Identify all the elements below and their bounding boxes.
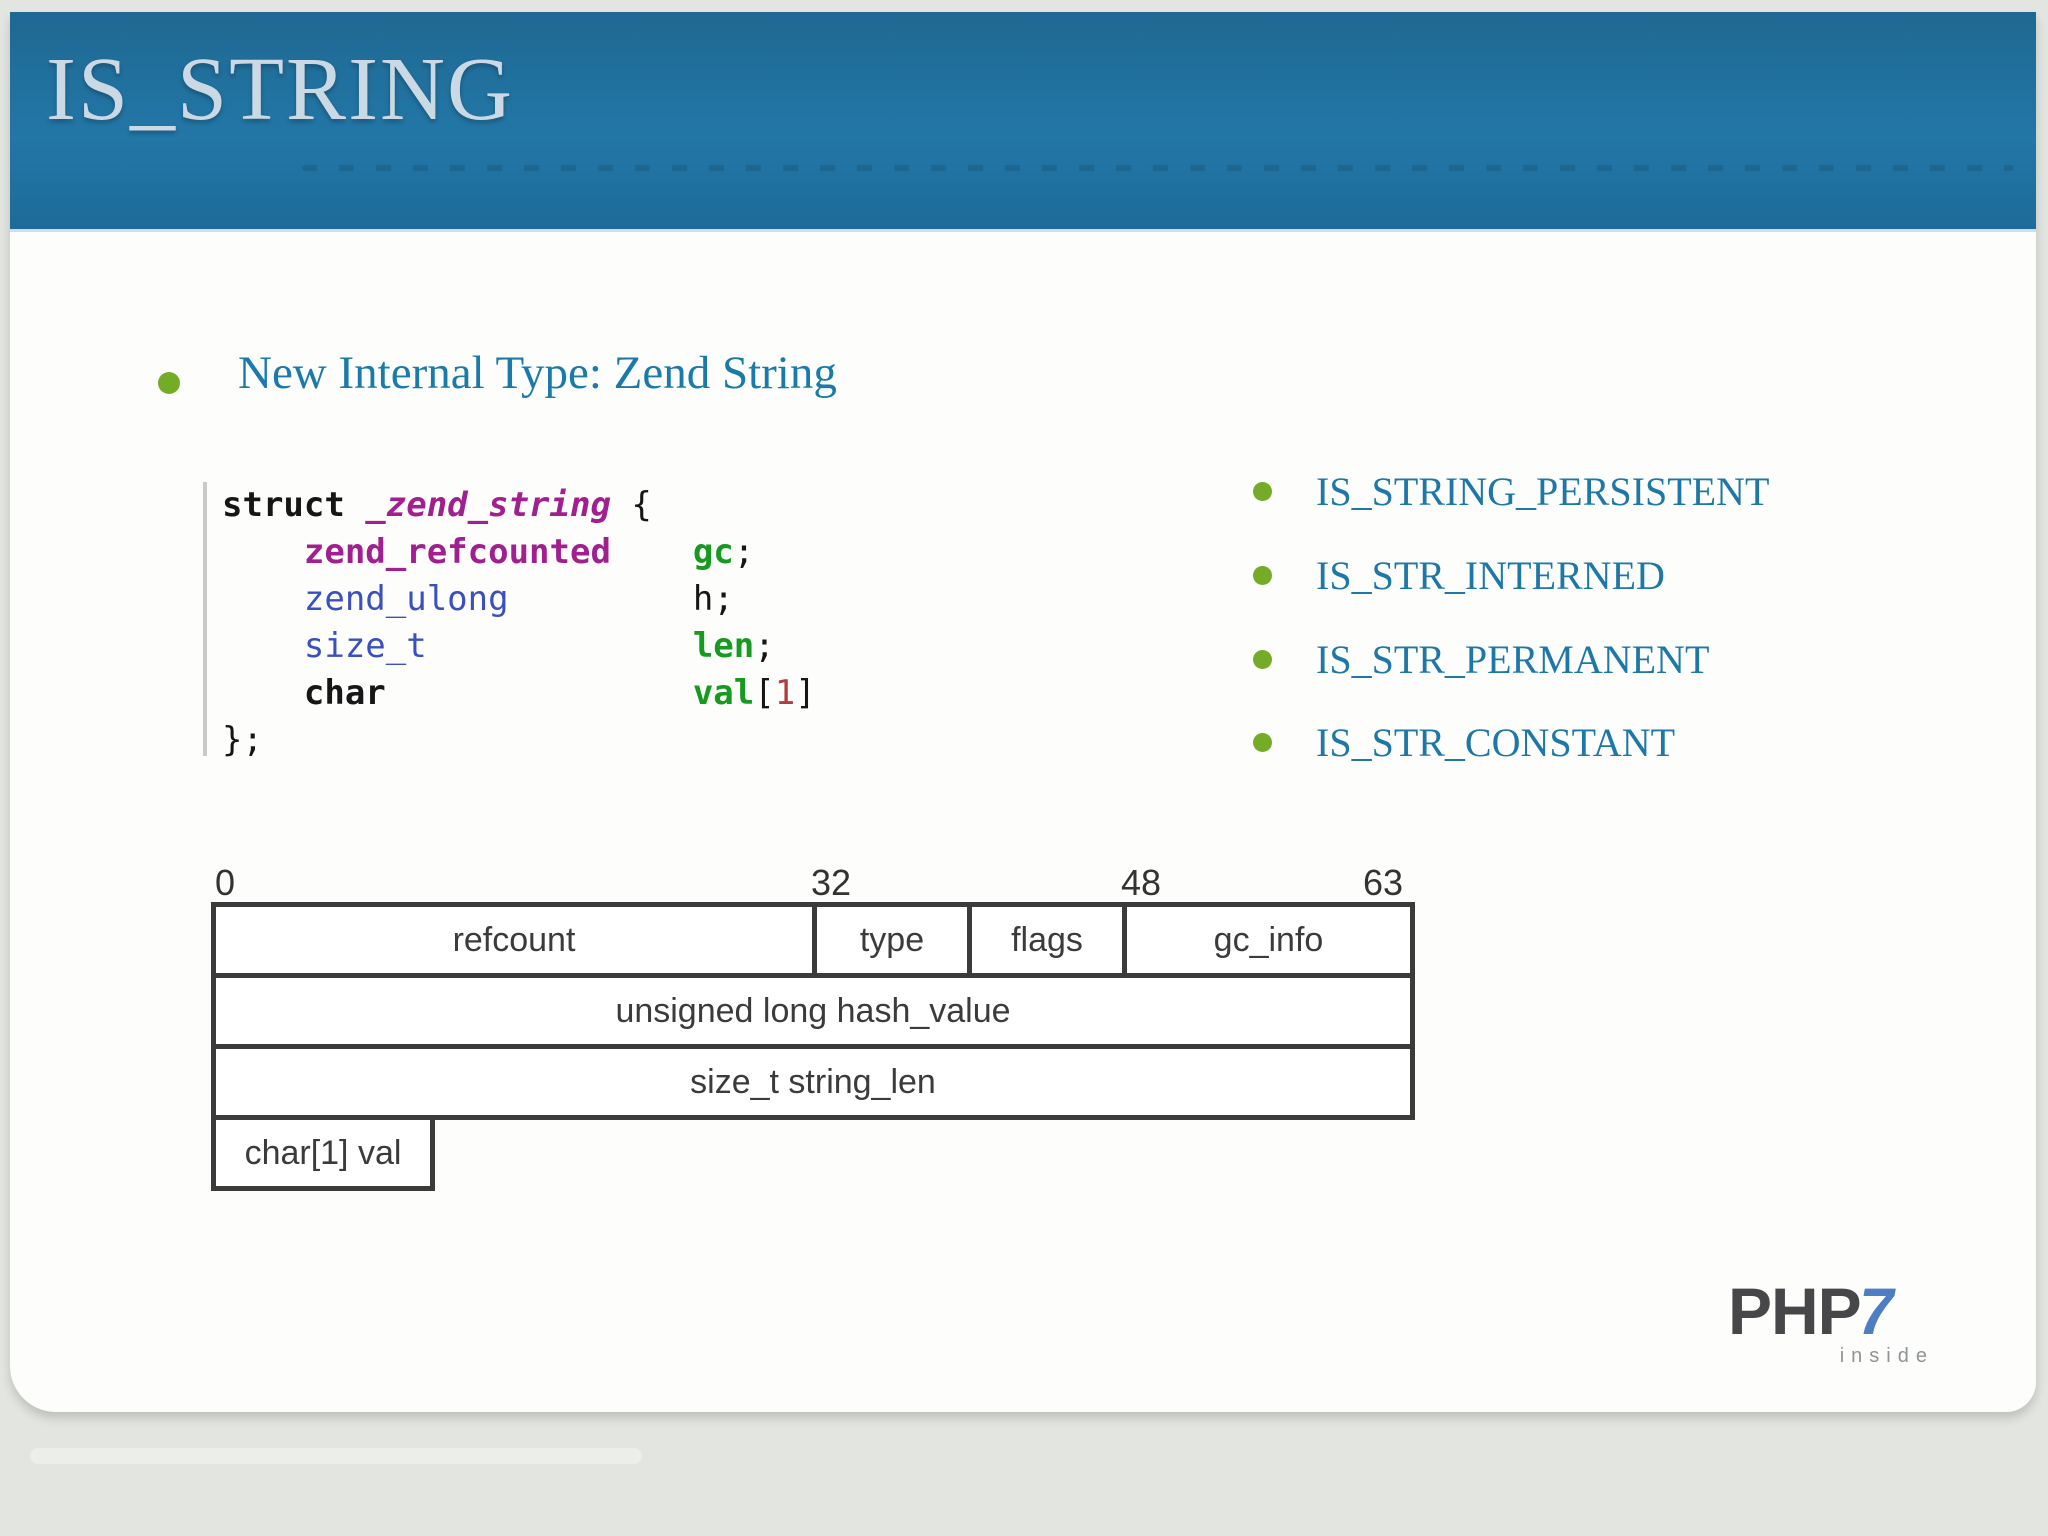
code-type: zend_refcounted [303, 532, 611, 572]
code-gap [427, 626, 693, 666]
code-bracket-close: ] [795, 673, 816, 713]
diagram-row-hash-value: unsigned long hash_value [211, 973, 1415, 1049]
code-indent [222, 626, 304, 666]
code-type: zend_ulong [303, 579, 509, 619]
code-array-index: 1 [774, 673, 796, 713]
bit-label: 63 [1362, 862, 1404, 903]
bullet-dot-icon [1253, 565, 1272, 585]
diagram-cell-string-len: size_t string_len [690, 1062, 936, 1101]
list-item: IS_STR_CONSTANT [1253, 713, 1675, 771]
bullet-dot-icon [1253, 481, 1272, 501]
list-item: IS_STR_PERMANENT [1253, 630, 1709, 688]
code-type: size_t [303, 626, 427, 666]
background-streak [30, 1448, 642, 1464]
diagram-row-val: char[1] val [211, 1115, 435, 1191]
diagram-cell-refcount: refcount [452, 920, 576, 959]
code-indent [222, 532, 304, 572]
bit-label: 0 [215, 862, 236, 903]
diagram-row-word1: refcount type flags gc_info [211, 902, 1415, 978]
code-closing-brace: }; [222, 720, 263, 760]
diagram-cell-flags: flags [967, 907, 1122, 973]
logo-php-text: PHP [1728, 1274, 1862, 1348]
php7-inside-logo: PHP7 inside [1728, 1274, 1938, 1367]
zend-string-memory-diagram: 0 32 48 63 refcount type flags gc_info u… [211, 862, 1415, 1191]
code-semicolon: ; [733, 532, 755, 572]
flag-label: IS_STR_PERMANENT [1316, 636, 1710, 682]
list-item: IS_STR_INTERNED [1253, 546, 1665, 604]
logo-wordmark: PHP7 [1728, 1274, 1938, 1348]
code-line-struct: struct _zend_string { [222, 482, 816, 529]
section-heading: New Internal Type: Zend String [238, 347, 837, 399]
code-block-gutter [203, 482, 207, 756]
code-line-gc: zend_refcounted gc; [222, 529, 816, 576]
code-bracket-open: [ [754, 673, 775, 713]
diagram-cell-hash-value: unsigned long hash_value [615, 991, 1011, 1030]
flag-label: IS_STR_CONSTANT [1316, 719, 1676, 765]
code-line-len: size_t len; [222, 623, 816, 670]
code-indent [222, 579, 304, 619]
slide-card: IS_STRING New Internal Type: Zend String… [10, 12, 2036, 1412]
code-keyword: struct [222, 485, 366, 525]
code-semicolon: ; [713, 579, 734, 619]
bullet-dot-icon [1253, 649, 1272, 669]
code-brace: { [610, 485, 652, 525]
code-member: gc [692, 532, 734, 572]
code-line-close: }; [222, 717, 816, 764]
bullet-dot-icon [1253, 732, 1272, 752]
header-dotted-line [302, 165, 2014, 171]
logo-tagline: inside [1839, 1345, 1934, 1367]
bit-label: 32 [810, 862, 852, 903]
code-gap [386, 673, 693, 713]
slide-header: IS_STRING [10, 12, 2036, 232]
bullet-dot-icon [158, 372, 180, 394]
flag-label: IS_STR_INTERNED [1316, 552, 1665, 598]
diagram-row-string-len: size_t string_len [211, 1044, 1415, 1120]
code-type: char [303, 673, 386, 713]
code-gap [611, 532, 693, 572]
slide-title: IS_STRING [46, 40, 515, 139]
diagram-cell-gc-info: gc_info [1122, 907, 1410, 973]
code-line-h: zend_ulong h; [222, 576, 816, 623]
diagram-cell-type: type [812, 907, 967, 973]
flag-label: IS_STRING_PERSISTENT [1316, 468, 1770, 514]
code-member: h [692, 579, 714, 619]
code-member: len [692, 626, 755, 666]
code-line-val: char val[1] [222, 670, 816, 717]
code-gap [509, 579, 693, 619]
code-semicolon: ; [754, 626, 775, 666]
code-block: struct _zend_string { zend_refcounted gc… [222, 482, 816, 764]
code-member: val [692, 673, 755, 713]
diagram-cell-val: char[1] val [244, 1133, 402, 1172]
list-item: IS_STRING_PERSISTENT [1253, 462, 1769, 520]
bit-label: 48 [1120, 862, 1162, 903]
code-struct-name: _zend_string [365, 485, 611, 525]
bit-position-labels: 0 32 48 63 [211, 862, 1415, 903]
code-indent [222, 673, 304, 713]
